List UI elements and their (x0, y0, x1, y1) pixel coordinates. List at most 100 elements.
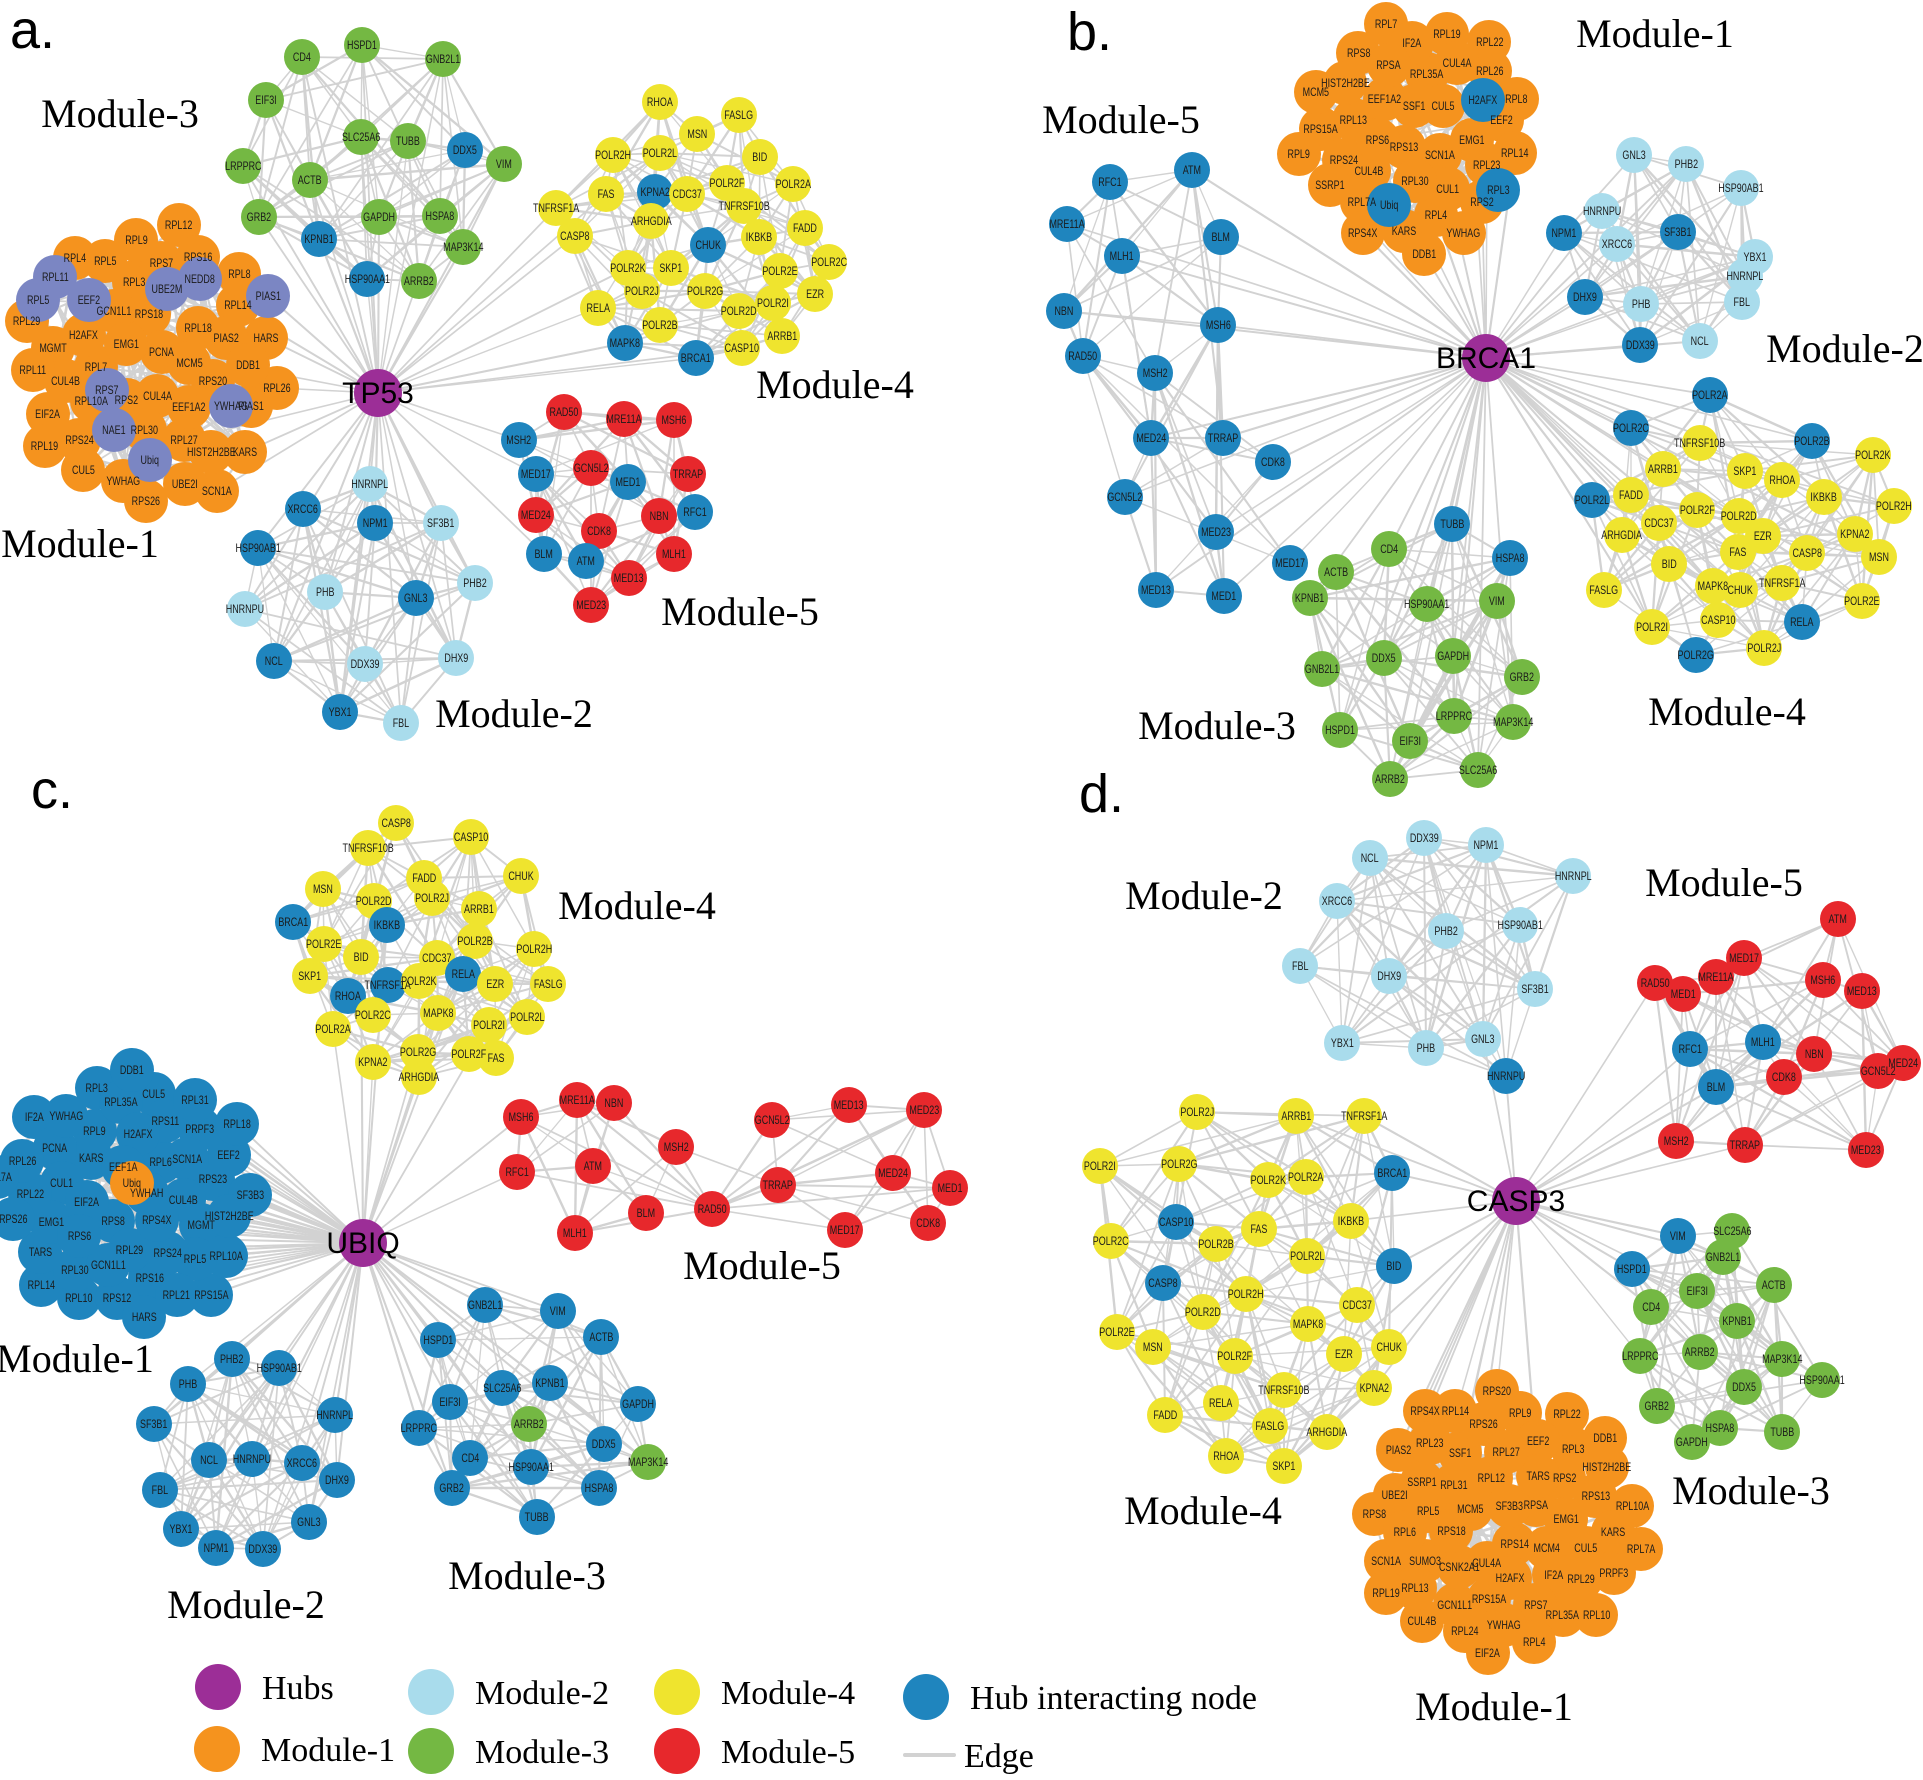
svg-text:CASP8: CASP8 (1148, 1278, 1178, 1290)
svg-text:UBE2I: UBE2I (172, 479, 198, 491)
svg-text:KPNA2: KPNA2 (1840, 529, 1870, 541)
svg-text:TRRAP: TRRAP (673, 469, 703, 481)
svg-text:GNL3: GNL3 (1471, 1034, 1495, 1046)
svg-text:ATM: ATM (1829, 914, 1847, 926)
svg-text:RPS15A: RPS15A (194, 1290, 228, 1302)
svg-text:GCN1L1: GCN1L1 (1437, 1600, 1472, 1612)
svg-text:RPS13: RPS13 (1390, 142, 1419, 154)
svg-text:TNFRSF1A: TNFRSF1A (365, 980, 411, 992)
svg-text:BRCA1: BRCA1 (278, 917, 308, 929)
svg-text:ACTB: ACTB (1762, 1280, 1786, 1292)
svg-text:PHB2: PHB2 (463, 578, 487, 590)
svg-text:GRB2: GRB2 (439, 1483, 464, 1495)
svg-text:Ubiq: Ubiq (123, 1178, 142, 1190)
svg-text:RPL26: RPL26 (9, 1156, 37, 1168)
svg-text:BRCA1: BRCA1 (1436, 342, 1536, 375)
svg-text:LRPPRC: LRPPRC (1436, 711, 1473, 723)
svg-text:CUL4B: CUL4B (1354, 166, 1383, 178)
svg-text:EMG1: EMG1 (114, 339, 140, 351)
svg-text:POLR2I: POLR2I (757, 298, 789, 310)
svg-text:RPL4: RPL4 (1425, 210, 1448, 222)
svg-text:DDX39: DDX39 (351, 659, 380, 671)
svg-text:TNFRSF1A: TNFRSF1A (1759, 578, 1805, 590)
svg-text:TUBB: TUBB (1440, 519, 1464, 531)
svg-text:CHUK: CHUK (1727, 585, 1752, 597)
svg-text:PRPF3: PRPF3 (1599, 1568, 1628, 1580)
svg-text:CUL5: CUL5 (72, 465, 95, 477)
svg-text:YWHAG: YWHAG (106, 476, 140, 488)
svg-text:RPL6: RPL6 (149, 1157, 172, 1169)
svg-text:MSN: MSN (1143, 1342, 1163, 1354)
svg-text:SSRP1: SSRP1 (1407, 1477, 1437, 1489)
svg-text:POLR2B: POLR2B (642, 320, 677, 332)
svg-text:HSPD1: HSPD1 (347, 40, 377, 52)
svg-text:Module-5: Module-5 (721, 1734, 855, 1771)
svg-text:POLR2H: POLR2H (595, 150, 631, 162)
svg-text:RPS26: RPS26 (0, 1214, 28, 1226)
svg-text:EZR: EZR (806, 289, 824, 301)
svg-text:POLR2G: POLR2G (1678, 650, 1714, 662)
svg-text:MSN: MSN (687, 129, 707, 141)
svg-text:H2AFX: H2AFX (124, 1129, 153, 1141)
svg-text:MED24: MED24 (521, 510, 551, 522)
svg-text:RPL31: RPL31 (181, 1095, 209, 1107)
svg-text:RPSA: RPSA (1524, 1500, 1549, 1512)
svg-text:H2AFX: H2AFX (1496, 1573, 1525, 1585)
svg-text:GCN5L2: GCN5L2 (1861, 1066, 1896, 1078)
svg-text:RPL35A: RPL35A (104, 1097, 137, 1109)
svg-text:TUBB: TUBB (525, 1512, 549, 1524)
svg-text:RAD50: RAD50 (698, 1204, 727, 1216)
svg-text:RPL3: RPL3 (1487, 185, 1510, 197)
svg-text:FAS: FAS (598, 189, 615, 201)
svg-text:HARS: HARS (132, 1312, 157, 1324)
svg-text:Module-2: Module-2 (1766, 326, 1923, 371)
svg-text:CUL4A: CUL4A (1472, 1558, 1501, 1570)
svg-text:PHB: PHB (1417, 1043, 1436, 1055)
svg-text:ARRB2: ARRB2 (514, 1419, 544, 1431)
svg-text:KPNB1: KPNB1 (535, 1378, 565, 1390)
svg-text:FASLG: FASLG (1255, 1421, 1284, 1433)
svg-text:RPL19: RPL19 (31, 441, 59, 453)
svg-text:EMG1: EMG1 (1459, 135, 1485, 147)
svg-text:HSPD1: HSPD1 (1617, 1264, 1647, 1276)
svg-text:RPL19: RPL19 (1372, 1588, 1400, 1600)
svg-text:MRE11A: MRE11A (560, 1095, 595, 1107)
svg-text:GAPDH: GAPDH (1437, 651, 1469, 663)
svg-text:PCNA: PCNA (42, 1143, 67, 1155)
svg-text:RPS23: RPS23 (199, 1174, 228, 1186)
svg-text:RELA: RELA (452, 969, 476, 981)
svg-text:IKBKB: IKBKB (374, 920, 400, 932)
svg-text:TP53: TP53 (342, 377, 414, 410)
svg-text:DDX39: DDX39 (1626, 340, 1655, 352)
svg-text:POLR2C: POLR2C (811, 257, 847, 269)
svg-text:RPL29: RPL29 (116, 1245, 144, 1257)
svg-text:c.: c. (31, 760, 73, 820)
svg-text:EIF3I: EIF3I (439, 1397, 460, 1409)
svg-text:RPS18: RPS18 (135, 309, 164, 321)
svg-text:NBN: NBN (1805, 1049, 1824, 1061)
svg-text:GAPDH: GAPDH (1676, 1437, 1708, 1449)
svg-text:FBL: FBL (1734, 297, 1751, 309)
svg-text:POLR2C: POLR2C (1613, 423, 1649, 435)
svg-text:RPL9: RPL9 (1509, 1408, 1532, 1420)
svg-text:BRCA1: BRCA1 (1377, 1168, 1407, 1180)
svg-text:Module-1: Module-1 (1576, 11, 1734, 56)
svg-text:RPS8: RPS8 (1347, 48, 1371, 60)
svg-text:UBE2I: UBE2I (1382, 1490, 1408, 1502)
svg-text:POLR2K: POLR2K (610, 263, 645, 275)
svg-text:HSP90AA1: HSP90AA1 (509, 1462, 555, 1474)
svg-text:YBX1: YBX1 (1331, 1038, 1354, 1050)
svg-text:BID: BID (1662, 559, 1677, 571)
svg-text:TRRAP: TRRAP (1208, 433, 1238, 445)
svg-text:RELA: RELA (1209, 1398, 1233, 1410)
svg-text:POLR2K: POLR2K (1251, 1175, 1286, 1187)
svg-text:MED17: MED17 (1275, 558, 1305, 570)
svg-text:GNL3: GNL3 (404, 593, 428, 605)
svg-text:VIM: VIM (1489, 596, 1505, 608)
svg-text:GNB2L1: GNB2L1 (468, 1300, 503, 1312)
svg-text:VIM: VIM (1670, 1231, 1686, 1243)
svg-text:HSPA8: HSPA8 (1706, 1423, 1735, 1435)
svg-text:RPL19: RPL19 (1433, 29, 1461, 41)
svg-text:RPS11: RPS11 (151, 1116, 179, 1128)
svg-text:RPL5: RPL5 (94, 256, 117, 268)
